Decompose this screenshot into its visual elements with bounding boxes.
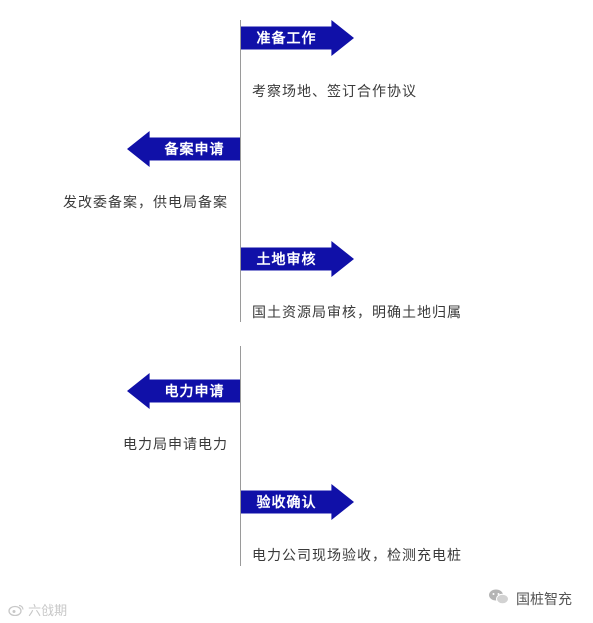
- step-arrow-power-request: 电力申请: [127, 373, 240, 409]
- step-arrow-acceptance: 验收确认: [241, 484, 354, 520]
- step-description: 考察场地、签订合作协议: [252, 84, 417, 100]
- step-arrow-filing: 备案申请: [127, 131, 240, 167]
- watermark-right: 国桩智充: [488, 588, 572, 610]
- timeline-line-lower: [240, 346, 241, 566]
- watermark-right-text: 国桩智充: [516, 592, 572, 608]
- step-description: 电力公司现场验收，检测充电桩: [252, 548, 462, 564]
- step-label: 电力申请: [164, 384, 225, 400]
- step-label: 土地审核: [256, 252, 317, 268]
- step-label: 验收确认: [256, 495, 317, 511]
- step-label: 备案申请: [164, 142, 225, 158]
- step-description: 国土资源局审核，明确土地归属: [252, 305, 462, 321]
- weibo-logo-icon: [8, 604, 28, 619]
- timeline-line-upper: [240, 20, 241, 322]
- step-description: 发改委备案，供电局备案: [63, 195, 228, 211]
- wechat-logo-icon: [488, 588, 510, 610]
- watermark-left: 六戗期: [8, 600, 67, 619]
- step-arrow-land-review: 土地审核: [241, 241, 354, 277]
- step-arrow-prepare: 准备工作: [241, 20, 354, 56]
- watermark-left-text: 六戗期: [28, 604, 68, 619]
- step-description: 电力局申请电力: [123, 437, 228, 453]
- step-label: 准备工作: [256, 31, 317, 47]
